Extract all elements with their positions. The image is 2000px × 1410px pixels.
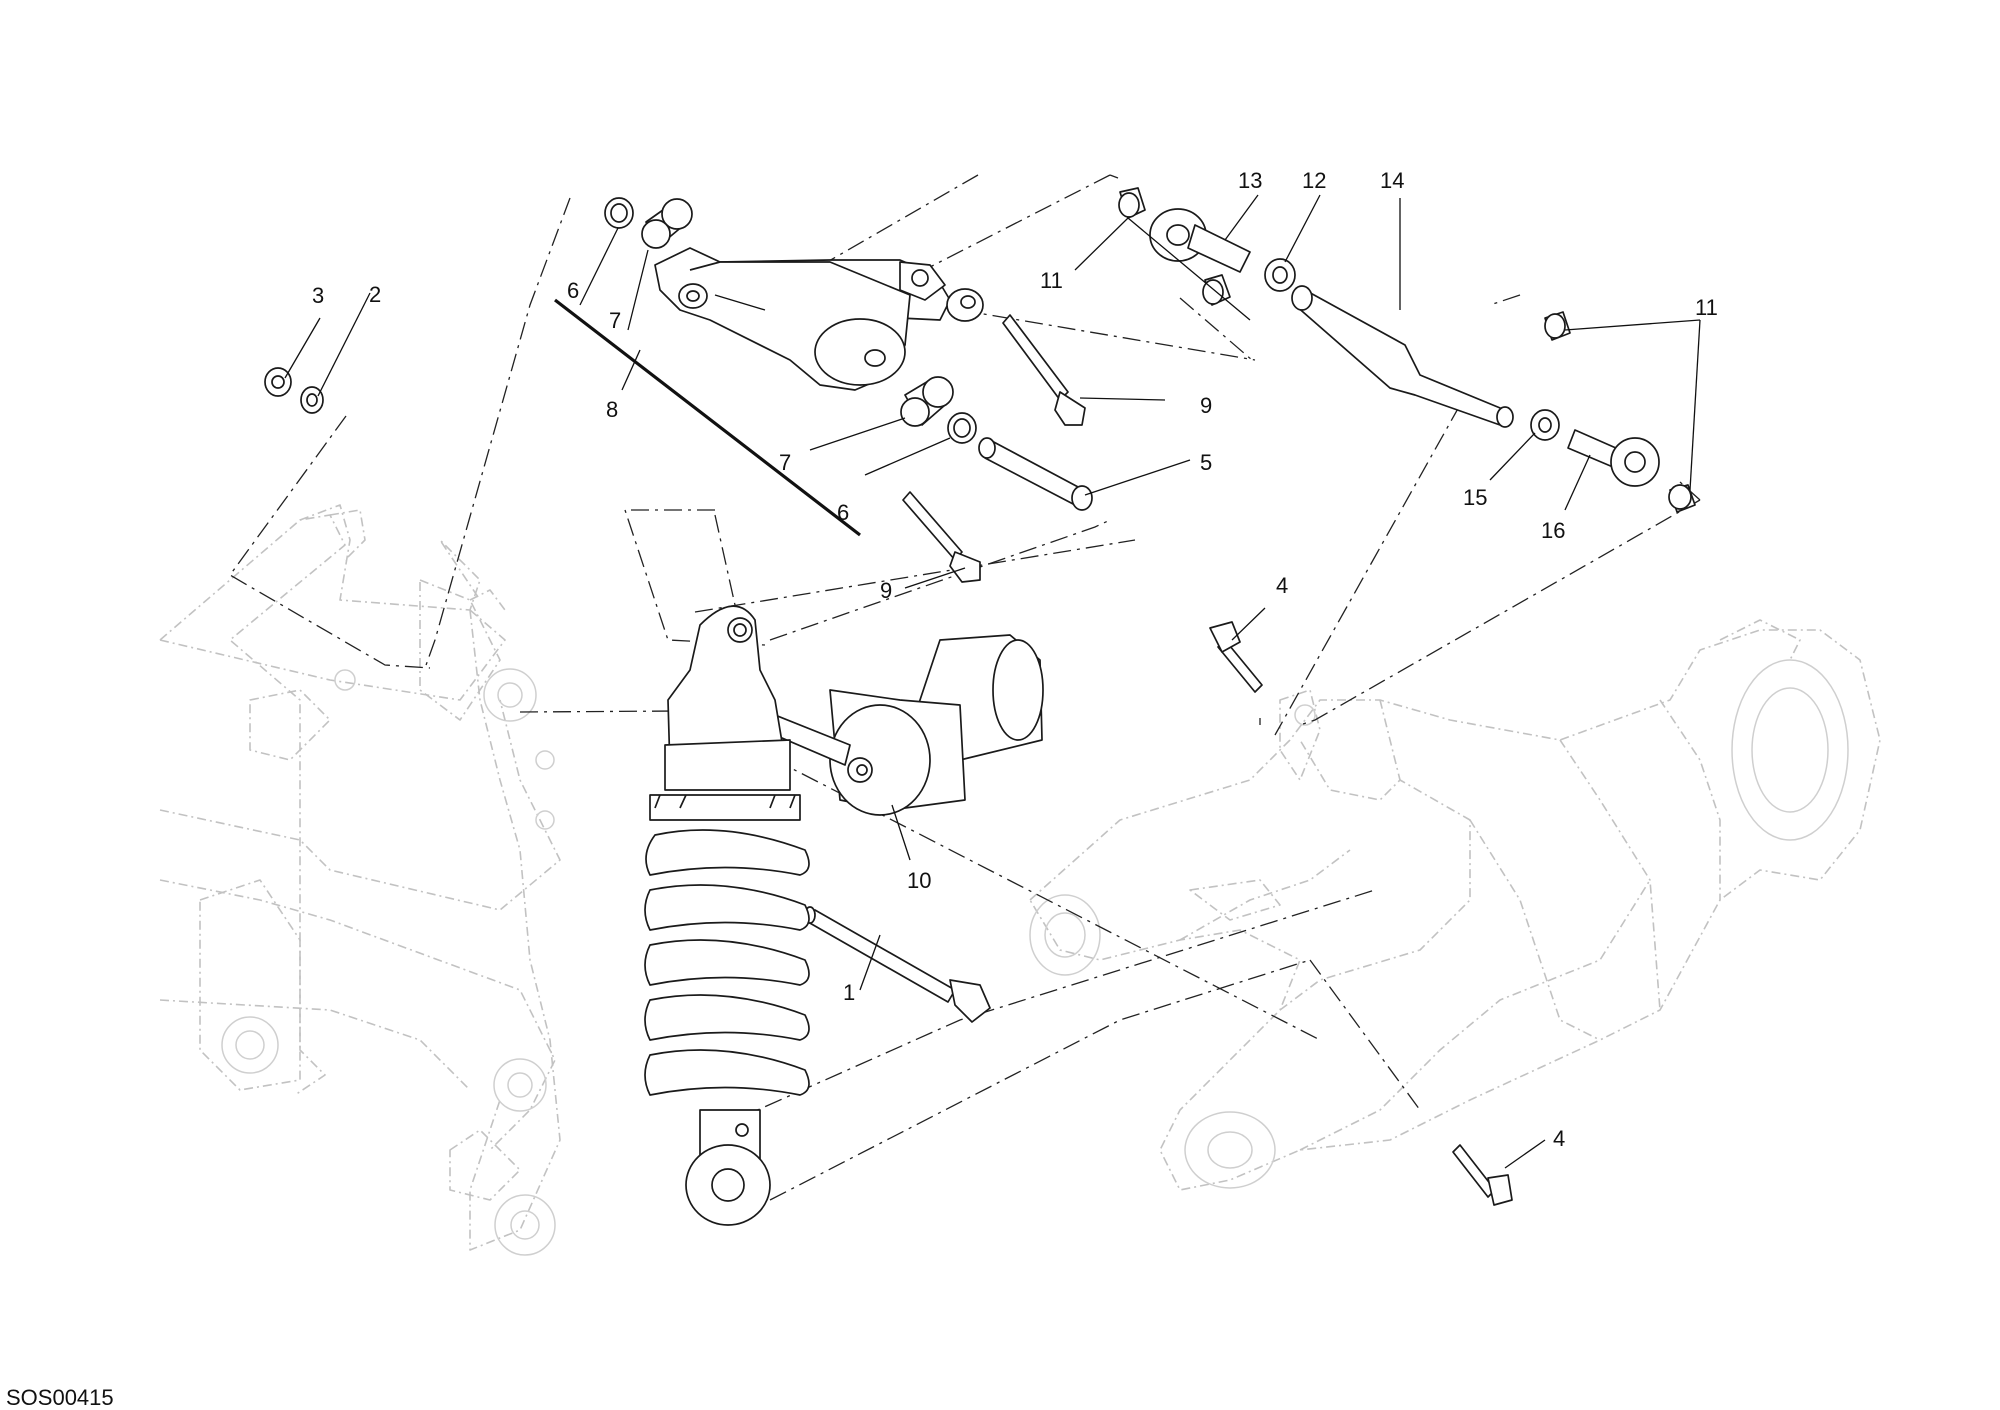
drawing-code: SOS00415 [6,1385,114,1410]
callout-2: 2 [369,282,381,307]
callout-6-upper: 6 [567,278,579,303]
frame-ghost [159,504,561,1256]
callout-12: 12 [1302,168,1326,193]
callout-10: 10 [907,868,931,893]
callout-5: 5 [1200,450,1212,475]
callout-11-upper: 11 [1040,268,1063,293]
leader-lines [284,194,1701,1169]
callout-1: 1 [843,980,855,1005]
callout-4-lower: 4 [1553,1126,1565,1151]
swingarm-ghost [1029,619,1881,1191]
callout-8: 8 [606,397,618,422]
callout-16: 16 [1541,518,1565,543]
callout-9-upper: 9 [1200,393,1212,418]
shock-absorber [644,605,1044,1226]
callout-7-upper: 7 [609,308,621,333]
callout-6-lower: 6 [837,500,849,525]
callout-9-lower: 9 [880,578,892,603]
callout-4-upper: 4 [1276,573,1288,598]
callouts: 3 2 6 7 8 7 6 9 5 9 10 1 4 4 11 13 12 14… [312,168,1718,1151]
callout-11-right: 11 [1695,295,1718,320]
callout-7-lower: 7 [779,450,791,475]
small-parts [264,187,1696,1206]
callout-14: 14 [1380,168,1404,193]
rocker-arm [654,247,984,391]
callout-3: 3 [312,283,324,308]
callout-15: 15 [1463,485,1487,510]
assembly-lines [229,174,1701,1201]
callout-13: 13 [1238,168,1262,193]
